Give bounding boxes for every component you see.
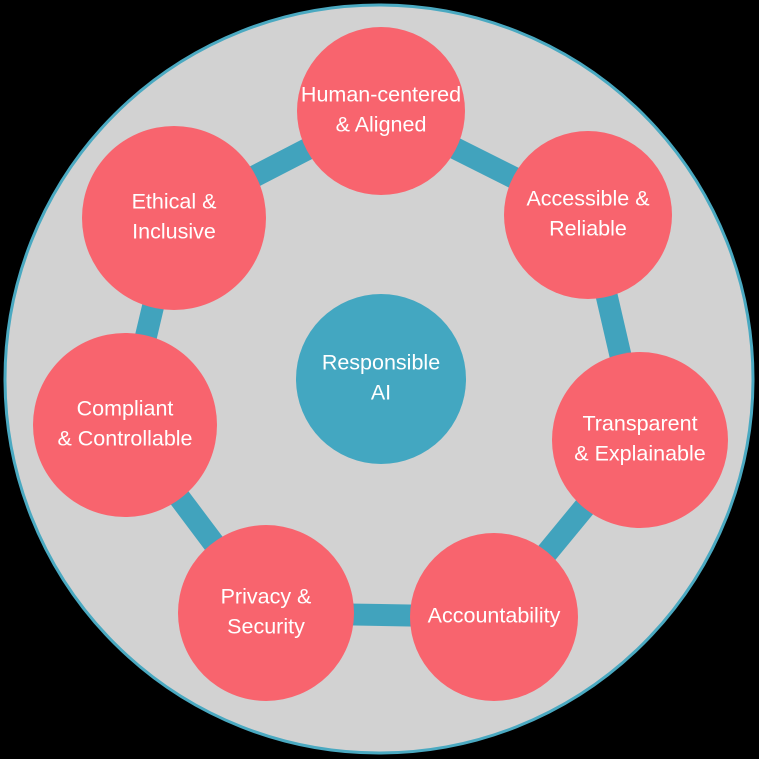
connector-compliant-to-ethical xyxy=(134,299,165,344)
node-circle-accountability[interactable] xyxy=(410,533,578,701)
node-privacy-security[interactable]: Privacy & Security xyxy=(178,525,354,701)
node-compliant-controllable[interactable]: Compliant & Controllable xyxy=(33,333,217,517)
connector-accessible-to-transparent xyxy=(594,288,633,363)
connectors-group xyxy=(134,136,633,627)
node-label-compliant-controllable-line2: & Controllable xyxy=(57,427,192,451)
connector-accountability-to-privacy xyxy=(347,603,417,627)
node-label-ethical-inclusive-line2: Inclusive xyxy=(132,220,216,244)
node-label-privacy-security-line2: Security xyxy=(227,615,305,639)
node-label-transparent-explainable-line2: & Explainable xyxy=(574,442,705,466)
node-accountability[interactable]: Accountability xyxy=(410,533,578,701)
node-accessible-reliable[interactable]: Accessible & Reliable xyxy=(504,131,672,299)
node-circle-privacy-security[interactable] xyxy=(178,525,354,701)
hub-circle-responsible-ai[interactable] xyxy=(296,294,466,464)
connector-transparent-to-accountability xyxy=(535,496,597,564)
node-label-accessible-reliable-line1: Accessible & xyxy=(526,187,649,211)
node-ethical-inclusive[interactable]: Ethical & Inclusive xyxy=(82,126,266,310)
node-circle-compliant-controllable[interactable] xyxy=(33,333,217,517)
connector-privacy-to-compliant xyxy=(167,487,226,555)
node-human-centered-aligned[interactable]: Human-centered & Aligned xyxy=(297,27,465,195)
node-circle-human-centered-aligned[interactable] xyxy=(297,27,465,195)
connector-ethical-to-human xyxy=(245,137,317,189)
node-circle-ethical-inclusive[interactable] xyxy=(82,126,266,310)
node-circle-accessible-reliable[interactable] xyxy=(504,131,672,299)
node-label-accountability-line1: Accountability xyxy=(428,604,561,628)
hub-label-line2: AI xyxy=(371,381,391,405)
hub-label-line1: Responsible xyxy=(322,351,440,375)
node-circle-transparent-explainable[interactable] xyxy=(552,352,728,528)
node-label-ethical-inclusive-line1: Ethical & xyxy=(132,190,217,214)
connector-human-to-accessible xyxy=(445,136,524,190)
node-label-human-centered-aligned-line1: Human-centered xyxy=(301,83,461,107)
node-label-accessible-reliable-line2: Reliable xyxy=(549,217,627,241)
node-label-privacy-security-line1: Privacy & xyxy=(221,585,312,609)
node-transparent-explainable[interactable]: Transparent & Explainable xyxy=(552,352,728,528)
node-label-compliant-controllable-line1: Compliant xyxy=(77,397,174,421)
node-label-human-centered-aligned-line2: & Aligned xyxy=(336,113,427,137)
hub-group[interactable]: Responsible AI xyxy=(296,294,466,464)
node-label-transparent-explainable-line1: Transparent xyxy=(582,412,697,436)
